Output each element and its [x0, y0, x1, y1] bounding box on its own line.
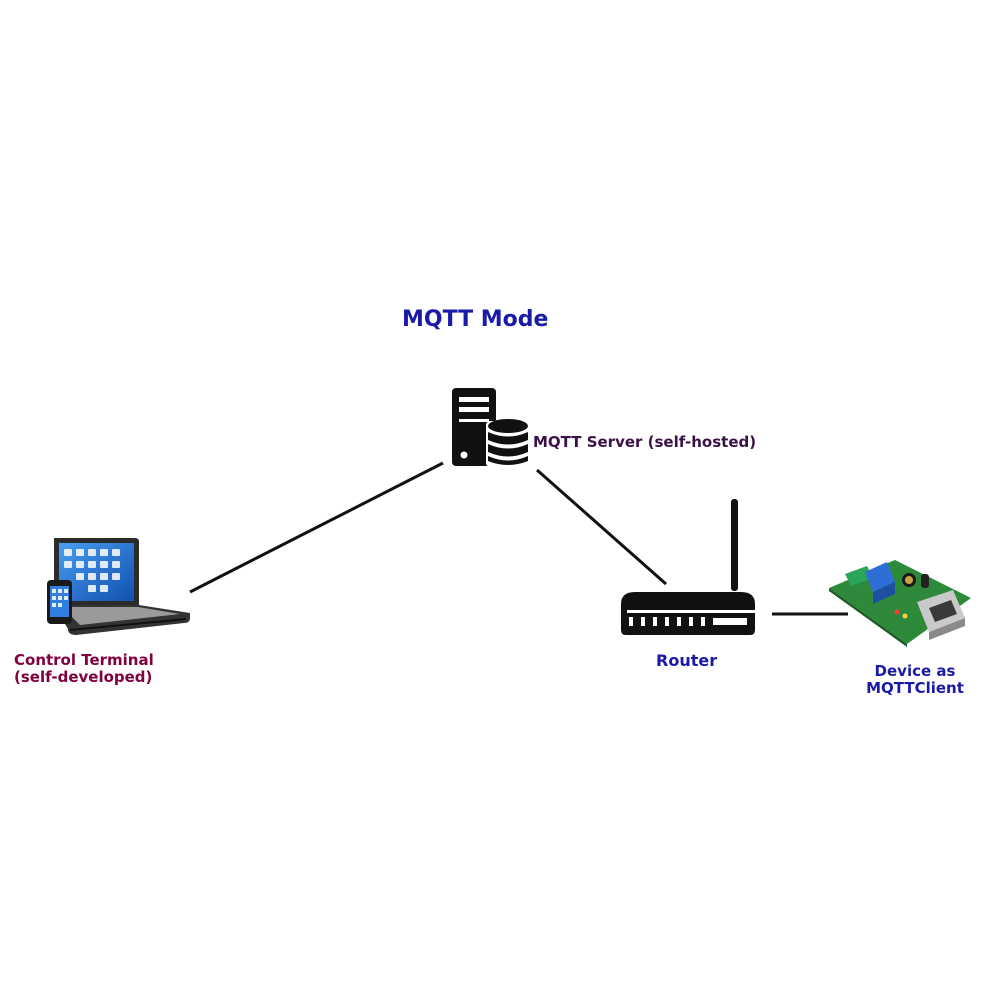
router-node	[615, 496, 760, 640]
mqtt-server-label: MQTT Server (self-hosted)	[533, 433, 757, 451]
device-node	[825, 548, 975, 652]
control-terminal-node	[40, 535, 195, 644]
device-label-line2: MQTTClient	[866, 679, 964, 698]
server-database-icon	[452, 388, 530, 467]
link-control-server	[189, 461, 444, 594]
control-terminal-label-line2: (self-developed)	[14, 668, 153, 687]
control-terminal-label: Control Terminal (self-developed)	[14, 651, 154, 687]
diagram-title: MQTT Mode	[402, 307, 549, 332]
link-server-router	[536, 468, 667, 586]
router-label: Router	[656, 651, 718, 670]
router-icon	[621, 499, 755, 635]
device-label: Device as MQTTClient	[840, 662, 990, 698]
laptop-phone-icon	[47, 538, 190, 635]
relay-board-icon	[829, 560, 971, 647]
mqtt-server-node	[448, 385, 532, 473]
control-terminal-label-line1: Control Terminal	[14, 651, 154, 669]
device-label-line1: Device as	[874, 662, 956, 680]
